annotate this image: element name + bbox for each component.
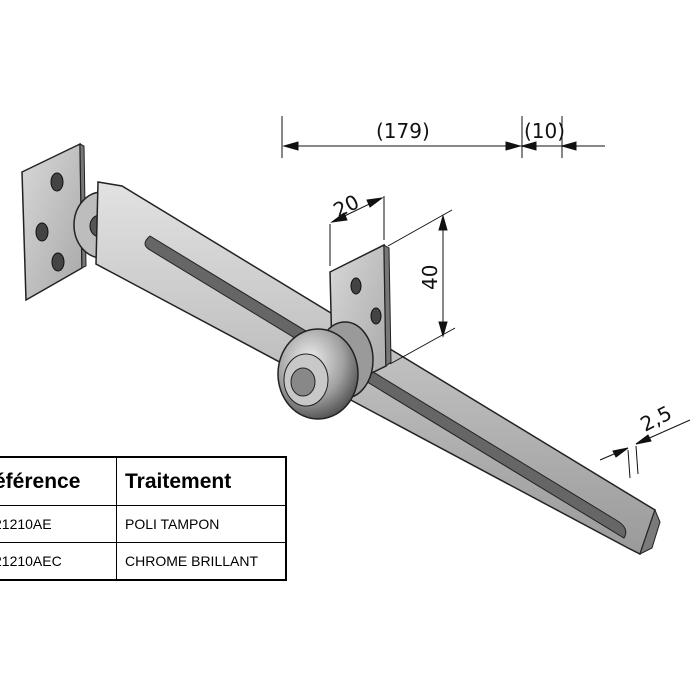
dimension-plate-width (329, 196, 385, 266)
left-mounting-plate (21, 142, 87, 302)
table-row: 21210AEC CHROME BRILLANT (0, 542, 287, 581)
cell-reference: 21210AEC (0, 542, 117, 581)
table-header-row: éférence Traitement (0, 456, 287, 506)
cell-treatment: CHROME BRILLANT (116, 542, 287, 581)
column-header-treatment: Traitement (116, 456, 287, 506)
dimension-length (281, 116, 605, 158)
dimension-plate-width-label: 20 (329, 190, 363, 223)
reference-table: éférence Traitement 21210AE POLI TAMPON … (0, 456, 287, 581)
dimension-plate-height (387, 209, 456, 365)
knurled-knob (277, 321, 374, 420)
dimension-plate-height-label: 40 (418, 265, 442, 290)
cell-reference: 21210AE (0, 505, 117, 543)
column-header-reference: éférence (0, 456, 117, 506)
cell-treatment: POLI TAMPON (116, 505, 287, 543)
dimension-slot-width (599, 419, 691, 479)
dimension-offset-label: (10) (524, 119, 565, 143)
dimension-slot-width-label: 2,5 (636, 401, 675, 437)
table-row: 21210AE POLI TAMPON (0, 505, 287, 543)
dimension-length-label: (179) (376, 119, 430, 143)
